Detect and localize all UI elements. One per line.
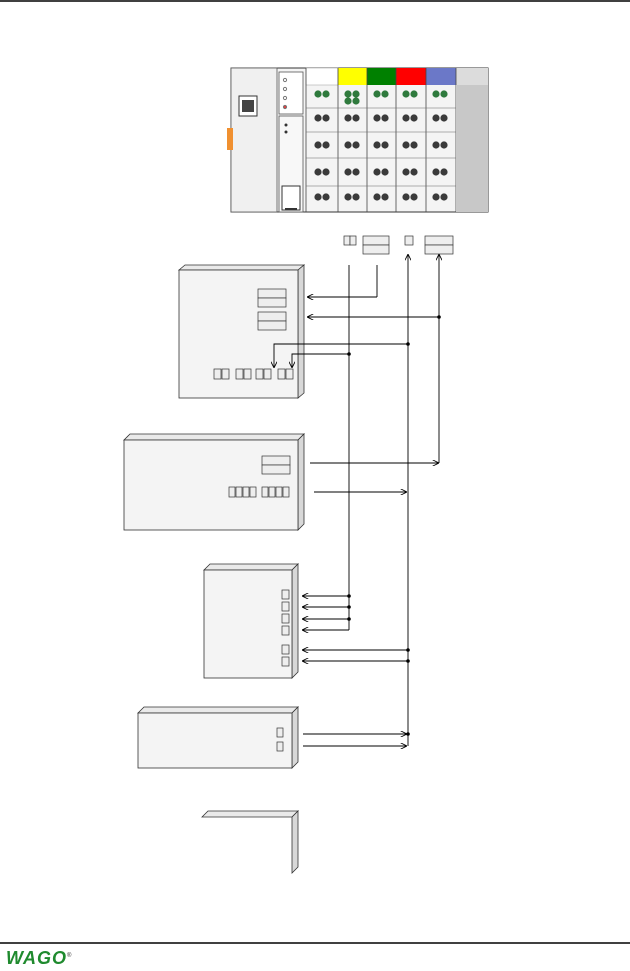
terminal-point-icon	[373, 90, 381, 98]
terminal-point-icon	[402, 141, 410, 149]
terminal-point-icon	[344, 168, 352, 176]
terminal-point-icon	[322, 90, 330, 98]
terminal-point-icon	[373, 141, 381, 149]
device-box-4	[137, 706, 299, 769]
terminal-point-icon	[373, 168, 381, 176]
terminal-point-icon	[314, 114, 322, 122]
terminal-point-icon	[373, 193, 381, 201]
terminal-point-icon	[352, 97, 360, 105]
end-module	[456, 85, 488, 212]
led-icon	[282, 77, 288, 83]
terminal-point-icon	[352, 193, 360, 201]
terminal-row	[228, 486, 290, 498]
terminal-points	[314, 90, 448, 201]
terminal-point-icon	[381, 193, 389, 201]
terminal-point-icon	[344, 114, 352, 122]
terminal-point-icon	[352, 90, 360, 98]
terminal-point-icon	[402, 168, 410, 176]
terminal-point-icon	[402, 193, 410, 201]
terminal-point-icon	[314, 141, 322, 149]
device-box-2	[123, 433, 305, 531]
module-header-yellow	[338, 68, 367, 85]
terminal-point-icon	[440, 168, 448, 176]
terminal-point-icon	[432, 114, 440, 122]
terminal-point-icon	[432, 168, 440, 176]
terminal-point-icon	[381, 168, 389, 176]
terminal-point-icon	[410, 90, 418, 98]
terminal-point-icon	[410, 141, 418, 149]
node-connectors	[343, 235, 454, 255]
terminal-point-icon	[344, 141, 352, 149]
terminal-point-icon	[381, 90, 389, 98]
terminal-point-icon	[410, 114, 418, 122]
terminal-point-icon	[344, 90, 352, 98]
led-icon	[282, 86, 288, 92]
terminal-point-icon	[344, 193, 352, 201]
terminal-point-icon	[322, 168, 330, 176]
terminal-point-icon	[432, 90, 440, 98]
terminal-point-icon	[352, 168, 360, 176]
module-header-green	[367, 68, 396, 85]
wago-logo: WAGO®	[6, 948, 73, 968]
terminal-point-icon	[352, 141, 360, 149]
terminal-point-icon	[344, 97, 352, 105]
terminal-point-icon	[352, 114, 360, 122]
terminal-point-icon	[322, 141, 330, 149]
terminal-point-icon	[440, 114, 448, 122]
terminal-point-icon	[322, 114, 330, 122]
module-header-end	[456, 68, 488, 85]
terminal-point-icon	[314, 193, 322, 201]
terminal-point-icon	[440, 193, 448, 201]
module-header-blue	[426, 68, 456, 85]
led-icon	[282, 95, 288, 101]
terminal-point-icon	[373, 114, 381, 122]
terminal-point-icon	[440, 90, 448, 98]
terminal-point-icon	[381, 141, 389, 149]
terminal-point-icon	[440, 141, 448, 149]
fieldbus-node	[227, 67, 489, 213]
module-header-red	[396, 68, 426, 85]
power-stripe	[227, 128, 233, 150]
terminal-point-icon	[410, 193, 418, 201]
terminal-point-icon	[410, 168, 418, 176]
terminal-row	[213, 368, 294, 380]
terminal-point-icon	[322, 193, 330, 201]
terminal-point-icon	[402, 90, 410, 98]
device-box-5	[201, 810, 299, 874]
device-box-1	[177, 264, 306, 399]
ethernet-port-icon	[242, 100, 254, 112]
terminal-point-icon	[381, 114, 389, 122]
terminal-point-icon	[432, 193, 440, 201]
terminal-point-icon	[402, 114, 410, 122]
terminal-point-icon	[432, 141, 440, 149]
terminal-point-icon	[314, 168, 322, 176]
led-icon	[282, 104, 288, 110]
terminal-point-icon	[314, 90, 322, 98]
junction-points	[347, 315, 441, 736]
device-box-3	[203, 563, 299, 679]
